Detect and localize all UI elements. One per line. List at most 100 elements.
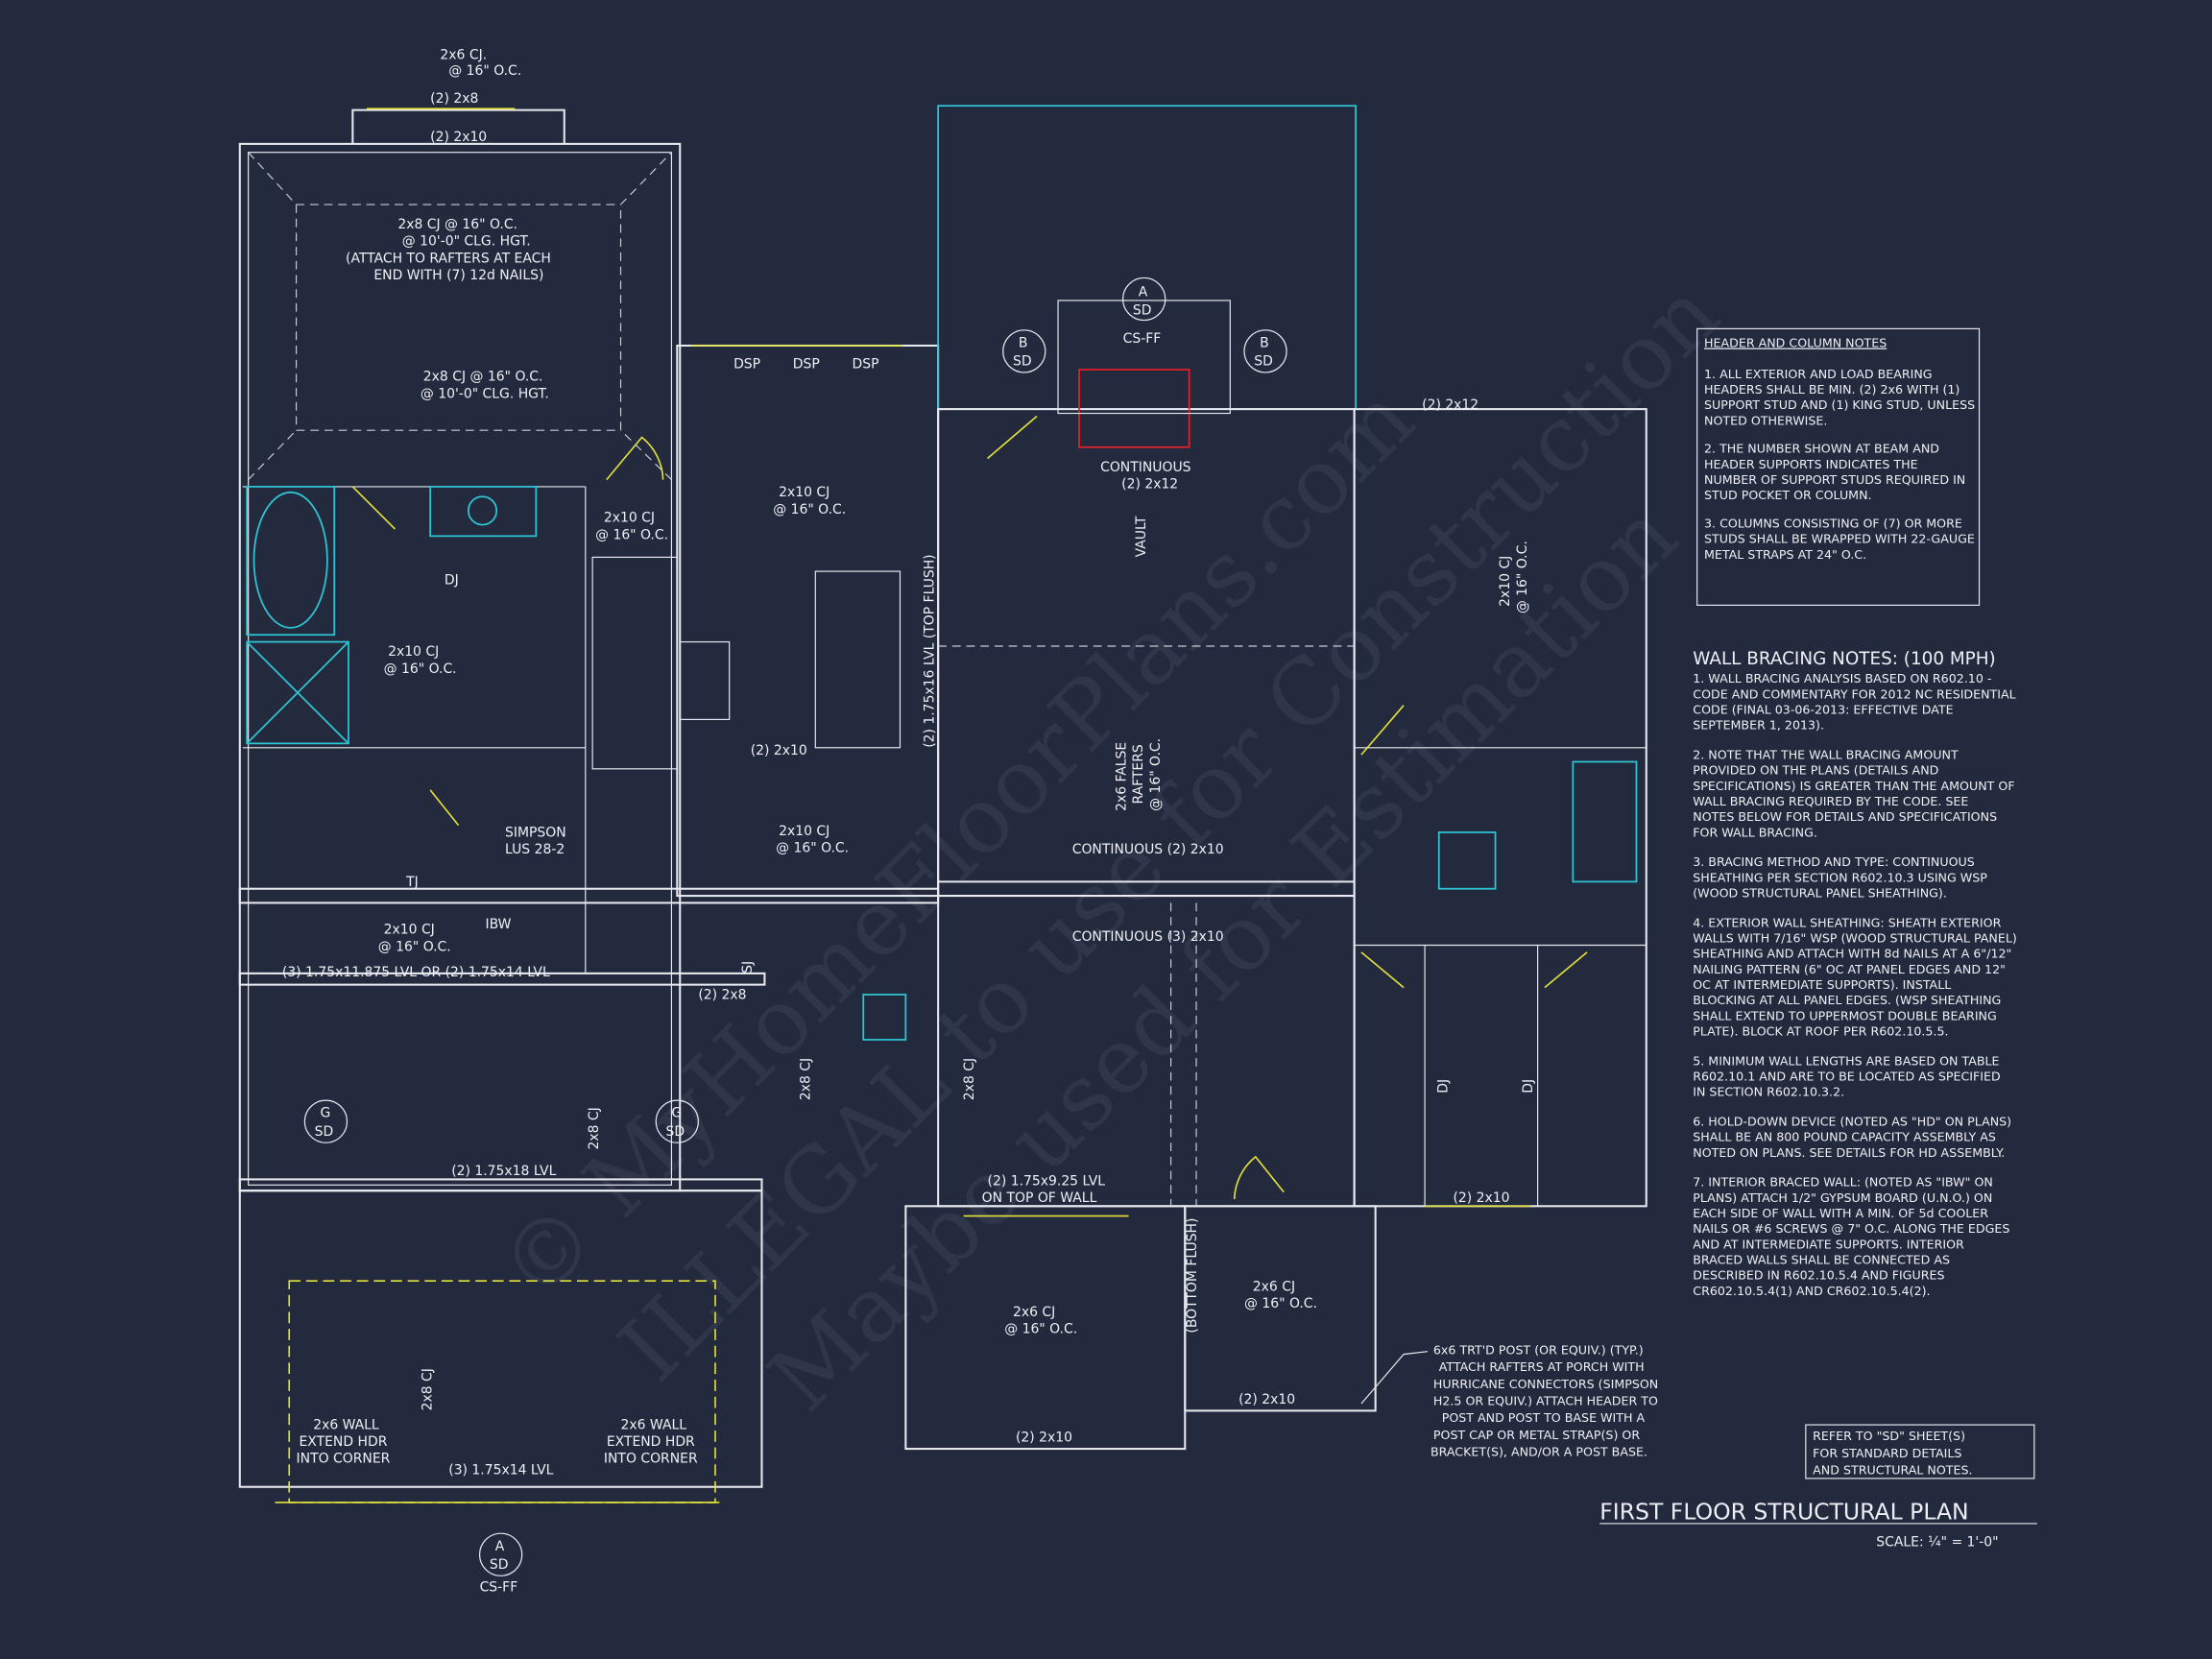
bracing-note-line: WALLS WITH 7/16" WSP (WOOD STRUCTURAL PA…: [1693, 931, 2017, 946]
svg-text:SD: SD: [666, 1124, 685, 1140]
callout-b-left[interactable]: BSD: [1002, 329, 1046, 373]
garage-outline: [238, 1190, 763, 1488]
bracing-note-line: CODE AND COMMENTARY FOR 2012 NC RESIDENT…: [1693, 686, 2015, 701]
callout-b-right[interactable]: BSD: [1243, 329, 1287, 373]
svg-text:WALL BRACING NOTES: (100 MPH): WALL BRACING NOTES: (100 MPH): [1693, 649, 1995, 669]
bracing-note-line: BLOCKING AT ALL PANEL EDGES. (WSP SHEATH…: [1693, 993, 2001, 1007]
watermark: © MyHomeFloorPlans.com ILLEGAL to use fo…: [480, 262, 1740, 1431]
label: SJ: [740, 961, 756, 974]
callout-a-top[interactable]: ASD: [1122, 276, 1166, 322]
label: 2x10 CJ: [388, 644, 439, 660]
label: @ 10'-0" CLG. HGT.: [421, 386, 549, 401]
svg-text:B: B: [1019, 335, 1028, 350]
label: @ 16" O.C.: [1004, 1322, 1077, 1337]
covered-porch-rear: [937, 105, 1357, 411]
label: CONTINUOUS (3) 2x10: [1072, 929, 1224, 945]
label: DSP: [793, 357, 820, 373]
label: @ 16" O.C.: [384, 661, 457, 677]
header-column-notes: HEADER AND COLUMN NOTES 1. ALL EXTERIOR …: [1696, 327, 1981, 606]
label: 2x6 CJ: [1253, 1279, 1295, 1294]
svg-text:HURRICANE CONNECTORS (SIMPSON: HURRICANE CONNECTORS (SIMPSON: [1433, 1377, 1658, 1391]
bracing-note-line: CR602.10.5.4(1) AND CR602.10.5.4(2).: [1693, 1284, 1930, 1298]
label: DJ: [445, 572, 459, 588]
label: (2) 2x8: [430, 91, 478, 107]
bracing-note-line: FOR WALL BRACING.: [1693, 825, 1817, 839]
bracing-note-line: 3. BRACING METHOD AND TYPE: CONTINUOUS: [1693, 854, 1975, 869]
svg-text:B: B: [1260, 335, 1269, 350]
label: DSP: [733, 357, 760, 373]
label: DJ: [1521, 1079, 1536, 1094]
label: TJ: [405, 875, 419, 890]
label: @ 16" O.C.: [448, 63, 521, 79]
drawing-title-block: FIRST FLOOR STRUCTURAL PLAN SCALE: ¼" = …: [1599, 1499, 2037, 1550]
bracing-note-line: SPECIFICATIONS) IS GREATER THAN THE AMOU…: [1693, 779, 2014, 793]
label: INTO CORNER: [297, 1452, 391, 1467]
svg-text:ATTACH RAFTERS AT PORCH WITH: ATTACH RAFTERS AT PORCH WITH: [1439, 1359, 1645, 1374]
refer-note: REFER TO "SD" SHEET(S) FOR STANDARD DETA…: [1805, 1424, 2035, 1479]
bracing-note-line: WALL BRACING REQUIRED BY THE CODE. SEE: [1693, 794, 1968, 808]
fixtures: [246, 300, 1638, 1041]
bracing-note-line: OC AT INTERMEDIATE SUPPORTS). INSTALL: [1693, 977, 1951, 992]
label: LUS 28-2: [505, 842, 565, 857]
svg-text:STUD POCKET OR COLUMN.: STUD POCKET OR COLUMN.: [1704, 488, 1872, 502]
label: 2x6 WALL: [313, 1417, 379, 1432]
label: (ATTACH TO RAFTERS AT EACH: [346, 251, 551, 266]
plan-labels: 2x6 CJ. @ 16" O.C. (2) 2x8 (2) 2x10 2x8 …: [282, 48, 1536, 1479]
svg-text:6x6 TRT'D POST (OR EQUIV.) (TY: 6x6 TRT'D POST (OR EQUIV.) (TYP.): [1433, 1343, 1644, 1358]
label: 2x6 FALSE: [1115, 742, 1130, 811]
label: (3) 1.75x11.875 LVL OR (2) 1.75x14 LVL: [282, 965, 550, 980]
bracing-note-line: 6. HOLD-DOWN DEVICE (NOTED AS "HD" ON PL…: [1693, 1115, 2011, 1129]
drawing-scale: SCALE: ¼" = 1'-0": [1876, 1534, 1998, 1550]
label: (BOTTOM FLUSH): [1185, 1218, 1200, 1334]
svg-text:1. ALL EXTERIOR AND LOAD BEARI: 1. ALL EXTERIOR AND LOAD BEARING: [1704, 367, 1933, 381]
svg-text:STUDS SHALL BE WRAPPED WITH 22: STUDS SHALL BE WRAPPED WITH 22-GAUGE: [1704, 532, 1975, 546]
bracing-note-line: NOTED ON PLANS. SEE DETAILS FOR HD ASSEM…: [1693, 1145, 2005, 1160]
bracing-note-line: R602.10.1 AND ARE TO BE LOCATED AS SPECI…: [1693, 1070, 2000, 1084]
label: @ 10'-0" CLG. HGT.: [402, 234, 531, 250]
label: 2x10 CJ: [604, 511, 655, 526]
label: 2x6 CJ: [1013, 1305, 1055, 1320]
bracing-note-line: PLATE). BLOCK AT ROOF PER R602.10.5.5.: [1693, 1024, 1948, 1039]
label: 2x10 CJ: [1498, 556, 1513, 607]
bracing-note-line: 7. INTERIOR BRACED WALL: (NOTED AS "IBW"…: [1693, 1175, 1993, 1190]
svg-text:REFER TO "SD" SHEET(S): REFER TO "SD" SHEET(S): [1813, 1429, 1965, 1443]
label: (2) 2x12: [1422, 397, 1479, 413]
label: CONTINUOUS (2) 2x10: [1072, 842, 1224, 857]
bracing-note-line: PLANS) ATTACH 1/2" GYPSUM BOARD (U.N.O.)…: [1693, 1190, 1992, 1205]
bracing-note-line: SHALL EXTEND TO UPPERMOST DOUBLE BEARING: [1693, 1008, 1997, 1022]
svg-text:SUPPORT STUD AND (1) KING STUD: SUPPORT STUD AND (1) KING STUD, UNLESS: [1704, 397, 1975, 412]
label: (2) 2x10: [430, 130, 487, 145]
label: DJ: [1436, 1079, 1452, 1094]
label: SIMPSON: [505, 825, 566, 840]
bracing-note-line: 2. NOTE THAT THE WALL BRACING AMOUNT: [1693, 748, 1959, 762]
svg-text:HEADER SUPPORTS INDICATES THE: HEADER SUPPORTS INDICATES THE: [1704, 457, 1918, 471]
bracing-note-line: 5. MINIMUM WALL LENGTHS ARE BASED ON TAB…: [1693, 1053, 1999, 1068]
label: (2) 1.75x16 LVL (TOP FLUSH): [923, 554, 938, 747]
label: 2x6 WALL: [621, 1417, 687, 1432]
doors: [275, 108, 1588, 1503]
svg-text:G: G: [671, 1106, 682, 1121]
svg-text:HEADERS SHALL BE MIN. (2) 2x6: HEADERS SHALL BE MIN. (2) 2x6 WITH (1): [1704, 382, 1960, 397]
label: (2) 2x12: [1121, 476, 1178, 492]
fireplace: [1078, 369, 1190, 448]
bracing-note-line: BRACED WALLS SHALL BE CONNECTED AS: [1693, 1253, 1950, 1267]
label: (2) 2x8: [698, 987, 746, 1002]
wall-bracing-notes: WALL BRACING NOTES: (100 MPH) 1. WALL BR…: [1693, 649, 2017, 1298]
callout-g-left[interactable]: GSD: [303, 1099, 349, 1143]
svg-text:A: A: [495, 1539, 505, 1554]
callout-g-right[interactable]: G SD: [655, 1099, 699, 1143]
svg-text:HEADER AND COLUMN NOTES: HEADER AND COLUMN NOTES: [1704, 335, 1887, 349]
svg-text:SD: SD: [1133, 303, 1152, 319]
watermark-line-2: ILLEGAL to use for Construction: [600, 262, 1740, 1402]
label: @ 16" O.C.: [595, 527, 668, 542]
garage-wing-outline: [238, 142, 682, 1192]
bracing-note-line: 4. EXTERIOR WALL SHEATHING: SHEATH EXTER…: [1693, 915, 2001, 929]
label: 2x8 CJ: [962, 1058, 977, 1100]
svg-text:POST AND POST TO BASE WITH A: POST AND POST TO BASE WITH A: [1442, 1410, 1646, 1425]
bracing-note-line: NAILS OR #6 SCREWS @ 7" O.C. ALONG THE E…: [1693, 1221, 2009, 1236]
bracing-note-line: SHEATHING PER SECTION R602.10.3 USING WS…: [1693, 870, 1987, 884]
label: 2x8 CJ: [798, 1058, 813, 1100]
bracing-note-line: IN SECTION R602.10.3.2.: [1693, 1085, 1844, 1099]
